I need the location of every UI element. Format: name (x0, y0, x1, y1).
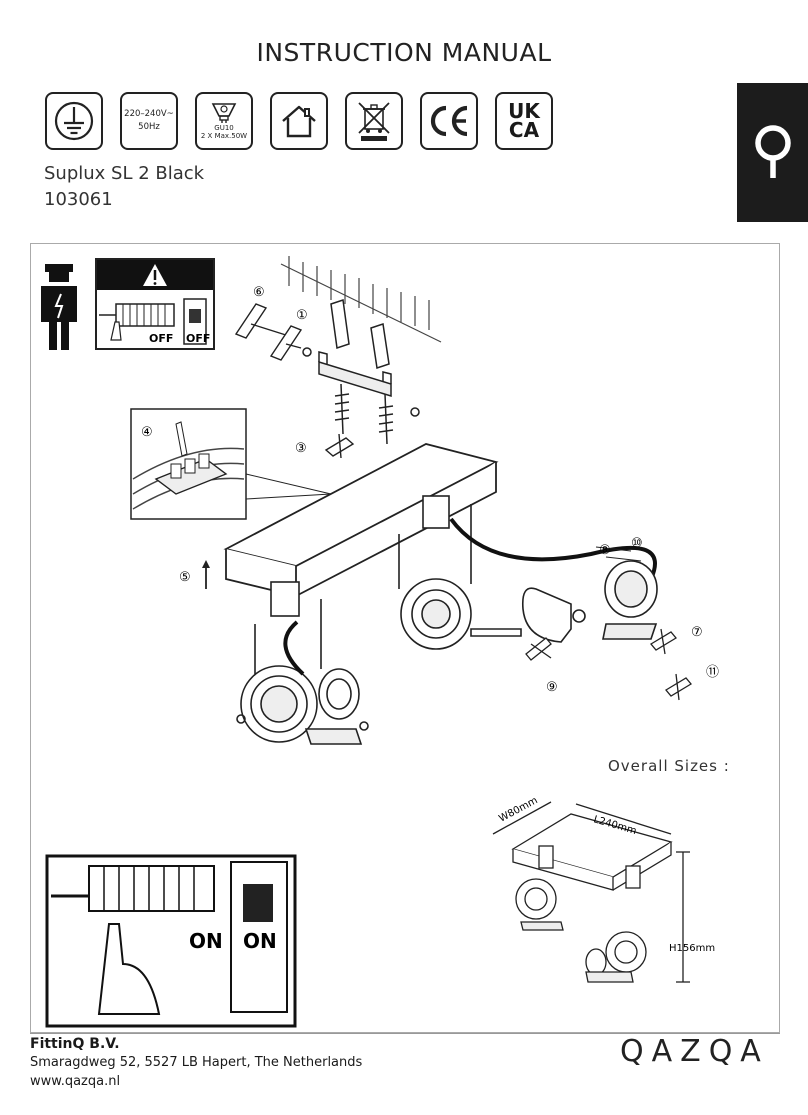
switch-off-label-b: OFF (186, 332, 210, 345)
switch-off-label-a: OFF (149, 332, 173, 345)
bulb-parts (521, 560, 658, 643)
ce-mark-icon (420, 92, 478, 150)
voltage-line-1: 220–240V~ (124, 109, 174, 120)
product-code: 103061 (44, 189, 113, 210)
up-arrow-head-icon (202, 560, 210, 568)
step-3: ③ (295, 441, 307, 456)
step-10: ⑩ (631, 536, 643, 551)
gu10-bulb-icon: GU10 2 X Max.50W (195, 92, 253, 150)
voltage-icon: 220–240V~ 50Hz (120, 92, 178, 150)
certification-icons: 220–240V~ 50Hz GU10 2 X Max.50W (45, 92, 553, 152)
bulb-wattage: 2 X Max.50W (200, 132, 248, 140)
step-9: ⑨ (546, 680, 558, 695)
spotlight-left (236, 581, 369, 745)
switch-on-label-a: ON (189, 929, 223, 953)
company-website: www.qazqa.nl (30, 1074, 121, 1089)
product-name: Suplux SL 2 Black (44, 163, 205, 184)
overall-sizes-title: Overall Sizes : (608, 757, 730, 775)
ceiling-plate (223, 443, 499, 598)
assembly-diagram: OFF OFF (30, 243, 780, 1033)
size-height: H156mm (669, 943, 715, 954)
footer-divider (30, 1033, 780, 1034)
step-11: ⑪ (706, 665, 719, 680)
company-address: Smaragdweg 52, 5527 LB Hapert, The Nethe… (30, 1055, 363, 1070)
wiring-detail (130, 408, 332, 520)
crossed-bin-icon (345, 92, 403, 150)
step-1: ① (296, 308, 308, 323)
overall-sizes-drawing (492, 801, 690, 983)
switch-on-label-b: ON (243, 929, 277, 953)
voltage-line-2: 50Hz (138, 122, 160, 132)
page-title: INSTRUCTION MANUAL (256, 38, 552, 67)
ukca-mark-icon: UK CA (495, 92, 553, 150)
house-indoor-icon (270, 92, 328, 150)
mounting-bracket (302, 299, 420, 445)
step-7: ⑦ (691, 625, 703, 640)
bulb-type: GU10 (214, 123, 234, 132)
earth-ground-icon (45, 92, 103, 150)
switch-on-panel: ON ON (45, 854, 297, 1028)
electrician-icon (41, 264, 77, 350)
ukca-line-1: UK (508, 99, 540, 123)
screwdriver-icons (234, 303, 355, 459)
spotlight-right (398, 495, 657, 650)
switch-off-panel: OFF OFF (95, 258, 215, 350)
brand-tab (737, 83, 808, 222)
qazqa-logo: QAZQA (620, 1034, 769, 1069)
step-4: ④ (141, 425, 153, 440)
step-5: ⑤ (179, 570, 191, 585)
step-6: ⑥ (253, 285, 265, 300)
qazqa-q-logo-icon (755, 125, 791, 178)
ceiling-hatch (280, 256, 442, 343)
ukca-line-2: CA (508, 118, 540, 142)
screwdriver-icons-lower (525, 546, 692, 701)
step-8: ⑧ (599, 543, 611, 558)
company-name: FittinQ B.V. (30, 1036, 120, 1052)
